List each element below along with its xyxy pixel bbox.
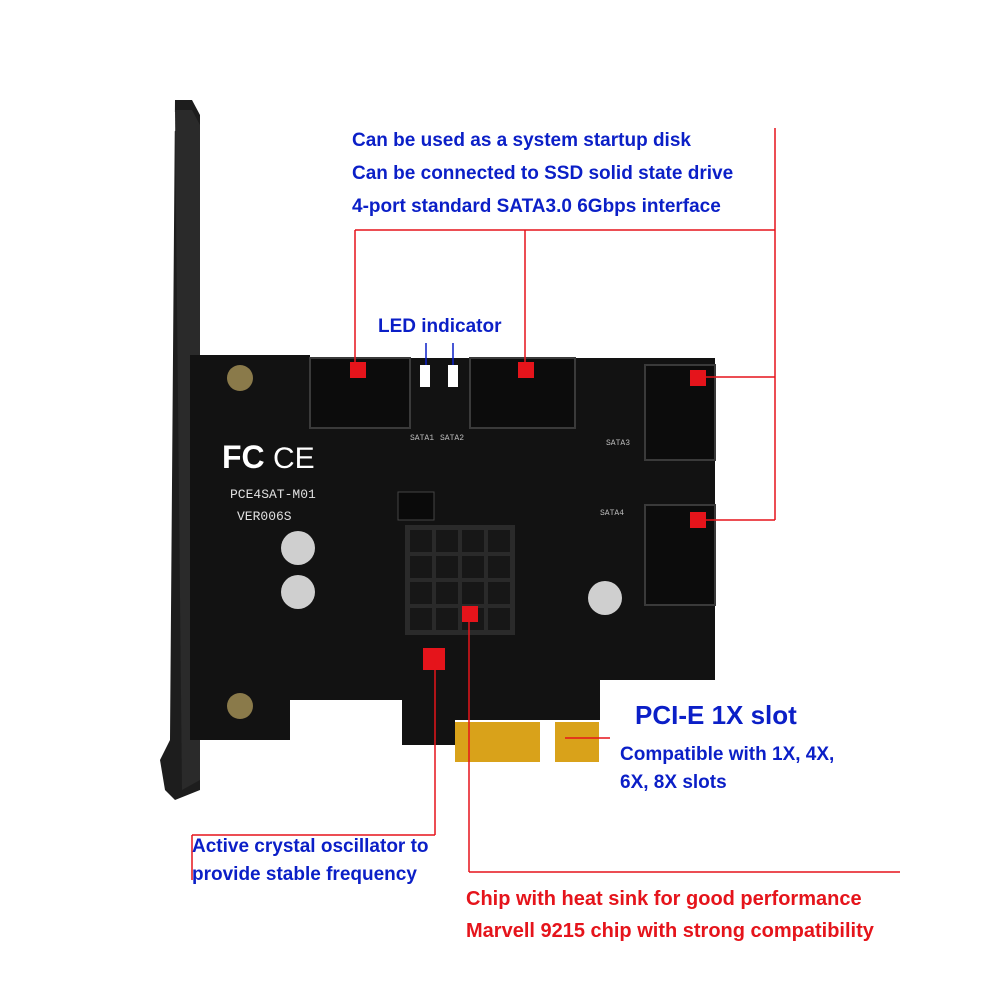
metal-bracket	[100, 100, 200, 800]
pcie-compat-line-1: Compatible with 1X, 4X,	[620, 744, 835, 765]
led	[420, 365, 430, 387]
screw	[227, 365, 253, 391]
chip-line-2: Marvell 9215 chip with strong compatibil…	[466, 920, 874, 942]
sata-feature-1: Can be used as a system startup disk	[352, 130, 691, 151]
chip-line-1: Chip with heat sink for good performance	[466, 888, 862, 910]
version-label: VER006S	[237, 509, 292, 524]
port-label: SATA2	[440, 434, 464, 443]
pcie-gold-fingers-short	[555, 722, 599, 762]
screw	[227, 693, 253, 719]
port-label: SATA3	[606, 439, 630, 448]
pcie-slot-title: PCI-E 1X slot	[635, 700, 797, 730]
model-label: PCE4SAT-M01	[230, 487, 316, 502]
pcie-gold-fingers	[455, 722, 540, 762]
capacitor	[281, 575, 315, 609]
capacitor	[281, 531, 315, 565]
led-indicator-label: LED indicator	[378, 316, 502, 337]
port-label: SATA4	[600, 509, 624, 518]
led	[448, 365, 458, 387]
oscillator-line-2: provide stable frequency	[192, 864, 417, 885]
heat-sink	[405, 525, 515, 635]
oscillator-line-1: Active crystal oscillator to	[192, 836, 429, 857]
sata-feature-2: Can be connected to SSD solid state driv…	[352, 163, 734, 184]
ce-logo: CE	[273, 442, 315, 475]
fcc-logo: FC	[222, 439, 265, 475]
port-label: SATA1	[410, 434, 434, 443]
crystal-oscillator	[423, 648, 445, 670]
capacitor	[588, 581, 622, 615]
leader-lines	[191, 128, 900, 880]
sata-feature-3: 4-port standard SATA3.0 6Gbps interface	[352, 196, 721, 217]
pcie-compat-line-2: 6X, 8X slots	[620, 772, 727, 793]
